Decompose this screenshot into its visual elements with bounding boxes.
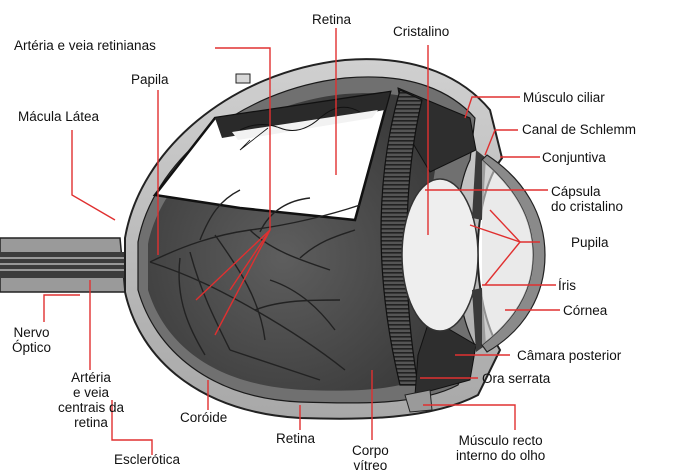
label-corpo-vitreo: Corpo vítreo (352, 443, 389, 473)
label-camara-posterior: Câmara posterior (517, 348, 621, 363)
label-arteria-centrais-line4: retina (58, 415, 124, 430)
label-musculo-ciliar: Músculo ciliar (523, 90, 605, 105)
label-ora-serrata: Ora serrata (482, 371, 550, 386)
label-nervo-line2: Óptico (12, 340, 51, 355)
label-arteria-veia-retinianas: Artéria e veia retinianas (14, 38, 156, 53)
label-conjuntiva: Conjuntiva (542, 150, 606, 165)
label-nervo-line1: Nervo (12, 325, 51, 340)
label-cristalino: Cristalino (393, 24, 449, 39)
label-corpo-vitreo-line2: vítreo (352, 458, 389, 473)
label-capsula-line1: Cápsula (551, 184, 623, 199)
label-cornea: Córnea (563, 303, 607, 318)
label-corpo-vitreo-line1: Corpo (352, 443, 389, 458)
label-papila: Papila (131, 72, 169, 87)
label-musculo-recto-line1: Músculo recto (456, 433, 545, 448)
label-musculo-recto-line2: interno do olho (456, 448, 545, 463)
muscle-tab (236, 74, 250, 83)
label-arteria-centrais-line1: Artéria (58, 370, 124, 385)
label-retina-bottom: Retina (276, 431, 315, 446)
optic-nerve (0, 238, 135, 292)
label-esclerotica: Esclerótica (114, 452, 180, 467)
label-arteria-centrais-line3: centrais da (58, 400, 124, 415)
label-retina-top: Retina (312, 12, 351, 27)
label-coroide: Coróide (180, 410, 227, 425)
label-capsula-line2: do cristalino (551, 199, 623, 214)
lens (402, 179, 478, 331)
label-arteria-veia-centrais: Artéria e veia centrais da retina (58, 370, 124, 430)
label-iris: Íris (558, 278, 576, 293)
label-arteria-centrais-line2: e veia (58, 385, 124, 400)
label-canal-schlemm: Canal de Schlemm (522, 122, 636, 137)
label-pupila: Pupila (571, 235, 609, 250)
label-nervo-optico: Nervo Óptico (12, 325, 51, 355)
label-macula-latea: Mácula Látea (18, 109, 99, 124)
label-musculo-recto: Músculo recto interno do olho (456, 433, 545, 463)
label-capsula-cristalino: Cápsula do cristalino (551, 184, 623, 214)
